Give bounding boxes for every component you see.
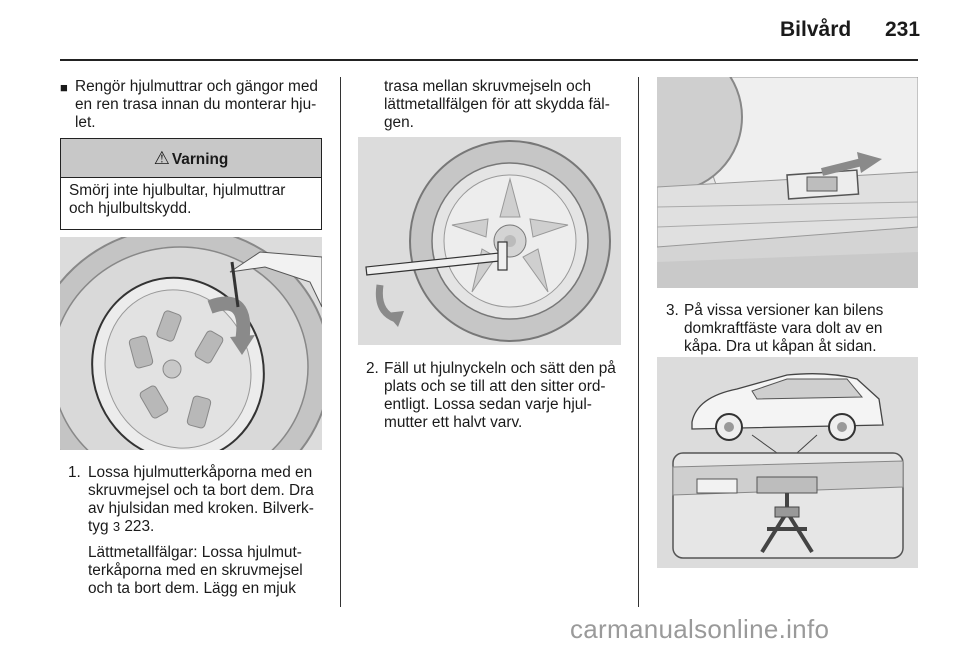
step1-line-3: av hjulsidan med kroken. Bilverk- [88,500,314,517]
column-divider-1 [340,77,341,607]
warning-triangle-icon: ⚠ [153,148,170,168]
bullet-text-line-1: Rengör hjulmuttrar och gängor med [75,78,318,95]
header-divider [60,59,918,61]
jack-cover-illustration [657,77,918,288]
step1-extra-line-2: terkåporna med en skruvmejsel [88,562,303,579]
hubcap-removal-illustration [60,237,322,450]
step1-line-4: tyg 3 223. [88,518,154,536]
step1-ref-prefix: tyg [88,518,109,535]
step2-number: 2. [366,360,379,377]
page-reference-arrow-icon: 3 [112,519,121,534]
step3-line-2: domkraftfäste vara dolt av en [684,320,883,337]
step3-line-3: kåpa. Dra ut kåpan åt sidan. [684,338,877,355]
warning-box: ⚠Varning Smörj inte hjulbultar, hjulmutt… [60,138,322,230]
step2-line-4: mutter ett halvt varv. [384,414,523,431]
step1-line-2: skruvmejsel och ta bort dem. Dra [88,482,314,499]
continued-line-3: gen. [384,114,414,131]
step2-line-2: plats och se till att den sitter ord- [384,378,606,395]
step2-line-3: entligt. Lossa sedan varje hjul- [384,396,592,413]
step1-number: 1. [68,464,81,481]
step3-line-1: På vissa versioner kan bilens [684,302,884,319]
step1-extra-line-1: Lättmetallfälgar: Lossa hjulmut- [88,544,302,561]
step3-number: 3. [666,302,679,319]
page-number: 231 [885,18,921,41]
warning-line-1: Smörj inte hjulbultar, hjulmuttrar [69,182,286,199]
bullet-text-line-2: en ren trasa innan du monterar hju- [75,96,317,113]
step1-ref-page[interactable]: 223. [124,518,155,535]
warning-title: Varning [171,151,229,168]
step1-extra-line-3: och ta bort dem. Lägg en mjuk [88,580,296,597]
column-divider-2 [638,77,639,607]
bullet-square-icon: ■ [60,80,68,95]
continued-line-2: lättmetallfälgen för att skydda fäl- [384,96,610,113]
bullet-text-line-3: let. [75,114,96,131]
continued-line-1: trasa mellan skruvmejseln och [384,78,591,95]
warning-line-2: och hjulbultskydd. [69,200,192,218]
warning-body: Smörj inte hjulbultar, hjulmuttrar och h… [61,178,321,223]
car-jack-position-illustration [657,357,918,568]
page-section-title: Bilvård [780,18,852,41]
watermark-text: carmanualsonline.info [570,614,830,644]
step1-line-1: Lossa hjulmutterkåporna med en [88,464,313,481]
step2-line-1: Fäll ut hjulnyckeln och sätt den på [384,360,616,377]
wheel-wrench-illustration [358,137,621,345]
warning-header: ⚠Varning [61,139,321,178]
